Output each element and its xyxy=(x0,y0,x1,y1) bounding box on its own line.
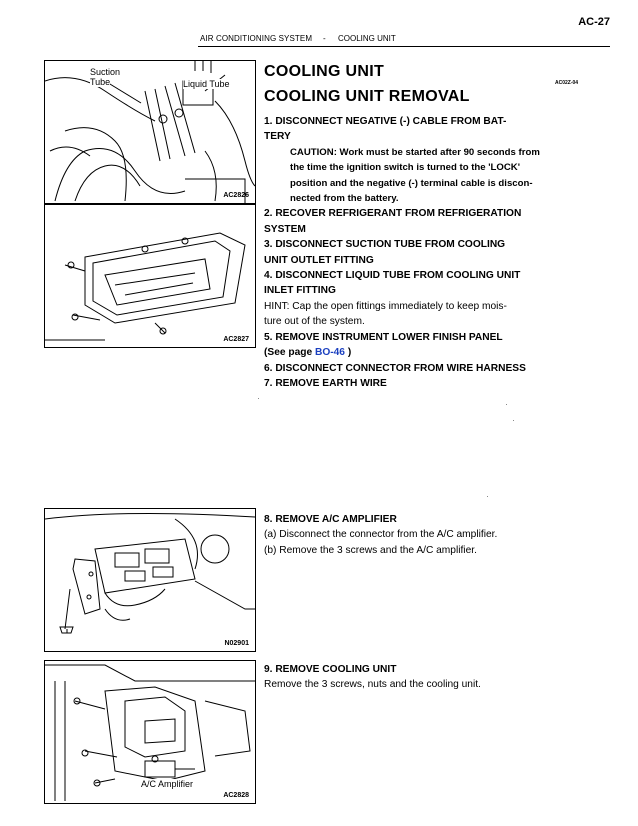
page-link-bo-46[interactable]: BO-46 xyxy=(314,347,345,359)
page-subtitle: COOLING UNIT REMOVAL xyxy=(264,88,470,105)
caution-line-1: CAUTION: Work must be started after 90 s… xyxy=(290,146,540,158)
label-suction: Suction xyxy=(90,67,121,77)
step-8: 8. REMOVE A/C AMPLIFIER xyxy=(264,514,397,525)
hint-line-1: HINT: Cap the open fittings immediately … xyxy=(264,300,507,312)
step-8a: (a) Disconnect the connector from the A/… xyxy=(264,529,498,541)
caution-line-4: nected from the battery. xyxy=(290,193,399,205)
figure-suction-liquid-tubes: Suction Tube Liquid Tube AC2826 xyxy=(44,60,256,204)
step-2: 2. RECOVER REFRIGERANT FROM REFRIGERATIO… xyxy=(264,208,522,220)
figure-amplifier-drawing xyxy=(45,512,255,634)
header-subsection: COOLING UNIT xyxy=(338,34,396,43)
figure-code: AC2826 xyxy=(223,192,249,199)
step-9a: Remove the 3 screws, nuts and the coolin… xyxy=(264,679,481,691)
step-8b: (b) Remove the 3 screws and the A/C ampl… xyxy=(264,544,477,556)
figure-ac-amplifier: N02901 xyxy=(44,508,256,652)
caution-line-2: the time the ignition switch is turned t… xyxy=(290,162,521,174)
figure-code: AC2828 xyxy=(223,792,249,799)
step-3-cont: UNIT OUTLET FITTING xyxy=(264,254,374,266)
page-title: COOLING UNIT xyxy=(264,63,385,80)
figure-lower-finish-panel: AC2827 xyxy=(44,204,256,348)
header-rule xyxy=(198,46,610,47)
header-separator: - xyxy=(323,34,326,43)
figure-code: AC2827 xyxy=(223,336,249,343)
step-7: 7. REMOVE EARTH WIRE xyxy=(264,377,387,389)
amplifier-procedure: 8. REMOVE A/C AMPLIFIER (a) Disconnect t… xyxy=(264,512,612,558)
step-4-cont: INLET FITTING xyxy=(264,285,336,297)
figure-cooling-unit-drawing xyxy=(45,664,255,801)
figure-cooling-unit: A/C Amplifier AC2828 xyxy=(44,660,256,804)
step-2-cont: SYSTEM xyxy=(264,223,306,235)
caution-line-3: position and the negative (-) terminal c… xyxy=(290,177,533,189)
cooling-unit-procedure: 9. REMOVE COOLING UNIT Remove the 3 scre… xyxy=(264,662,612,693)
document-code-tag: AC02Z-04 xyxy=(555,80,579,86)
scan-speck xyxy=(258,398,259,399)
label-liquid-tube: Liquid Tube xyxy=(183,79,230,89)
figure-code: N02901 xyxy=(224,640,249,647)
header-section: AIR CONDITIONING SYSTEM xyxy=(200,34,313,43)
ref-prefix: (See page xyxy=(264,347,315,359)
hint-line-2: ture out of the system. xyxy=(264,316,365,328)
step-5: 5. REMOVE INSTRUMENT LOWER FINISH PANEL xyxy=(264,331,503,343)
ref-suffix: ) xyxy=(344,347,352,359)
scan-speck xyxy=(513,420,514,421)
scan-speck xyxy=(506,404,507,405)
removal-procedure: COOLING UNIT COOLING UNIT REMOVAL 1. DIS… xyxy=(264,62,612,391)
step-1: 1. DISCONNECT NEGATIVE (-) CABLE FROM BA… xyxy=(264,116,507,127)
label-ac-amplifier: A/C Amplifier xyxy=(141,779,194,789)
step-1-cont: TERY xyxy=(264,131,291,143)
step-9: 9. REMOVE COOLING UNIT xyxy=(264,664,397,675)
step-4: 4. DISCONNECT LIQUID TUBE FROM COOLING U… xyxy=(264,270,521,282)
step-6: 6. DISCONNECT CONNECTOR FROM WIRE HARNES… xyxy=(264,362,526,374)
label-tube: Tube xyxy=(90,77,111,87)
step-5-ref: (See page BO-46 ) xyxy=(264,345,612,360)
figure-panel-drawing xyxy=(45,232,246,341)
page-number: AC-27 xyxy=(578,16,610,28)
step-3: 3. DISCONNECT SUCTION TUBE FROM COOLING xyxy=(264,239,506,251)
scan-speck xyxy=(487,496,488,497)
